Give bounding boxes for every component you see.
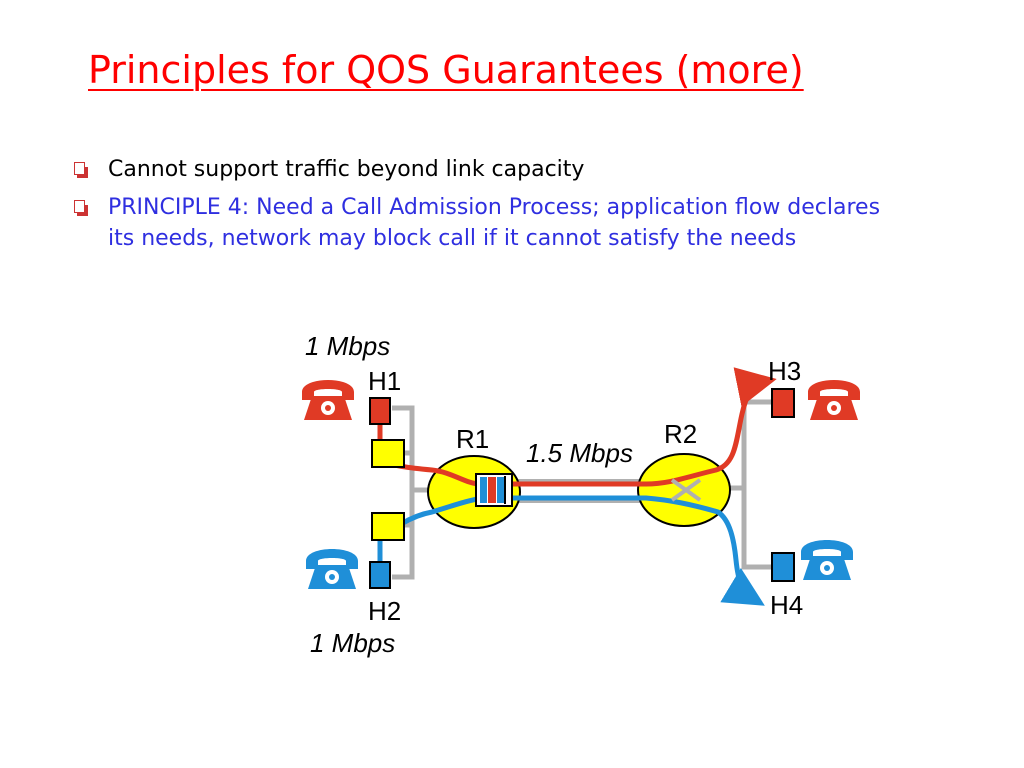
bullet-marker-icon bbox=[74, 162, 88, 178]
host-h4 bbox=[771, 552, 795, 582]
router-r2-label: R2 bbox=[664, 419, 697, 449]
host-h1 bbox=[369, 397, 391, 425]
telephone-icon-h3 bbox=[808, 380, 860, 420]
core-link-rate-label: 1.5 Mbps bbox=[526, 438, 633, 468]
bullet-list: Cannot support traffic beyond link capac… bbox=[70, 154, 910, 261]
host-h3 bbox=[771, 388, 795, 418]
host-h2 bbox=[369, 561, 391, 589]
h1-link-rate-label: 1 Mbps bbox=[305, 331, 390, 361]
host-yellow-lower bbox=[371, 512, 405, 541]
bullet-marker-icon bbox=[74, 200, 88, 216]
host-yellow-upper bbox=[371, 439, 405, 468]
left-access-links bbox=[392, 405, 432, 580]
host-h3-label: H3 bbox=[768, 356, 801, 386]
telephone-icon-h4 bbox=[801, 540, 853, 580]
bullet-item-1: Cannot support traffic beyond link capac… bbox=[70, 154, 910, 185]
host-h4-label: H4 bbox=[770, 590, 803, 620]
bullet-text-2: PRINCIPLE 4: Need a Call Admission Proce… bbox=[108, 195, 881, 251]
host-h1-label: H1 bbox=[368, 366, 401, 396]
telephone-icon-h1 bbox=[302, 380, 354, 420]
router-r1-label: R1 bbox=[456, 424, 489, 454]
telephone-icon-h2 bbox=[306, 549, 358, 589]
r2-switching bbox=[670, 478, 702, 502]
h2-link-rate-label: 1 Mbps bbox=[310, 628, 395, 658]
r1-queue bbox=[475, 473, 513, 507]
blue-flow-path bbox=[377, 495, 765, 606]
host-h2-label: H2 bbox=[368, 596, 401, 626]
bullet-item-2: PRINCIPLE 4: Need a Call Admission Proce… bbox=[70, 192, 910, 254]
red-flow-path bbox=[377, 367, 777, 487]
page-title: Principles for QOS Guarantees (more) bbox=[88, 48, 804, 92]
bullet-text-1: Cannot support traffic beyond link capac… bbox=[108, 157, 585, 182]
